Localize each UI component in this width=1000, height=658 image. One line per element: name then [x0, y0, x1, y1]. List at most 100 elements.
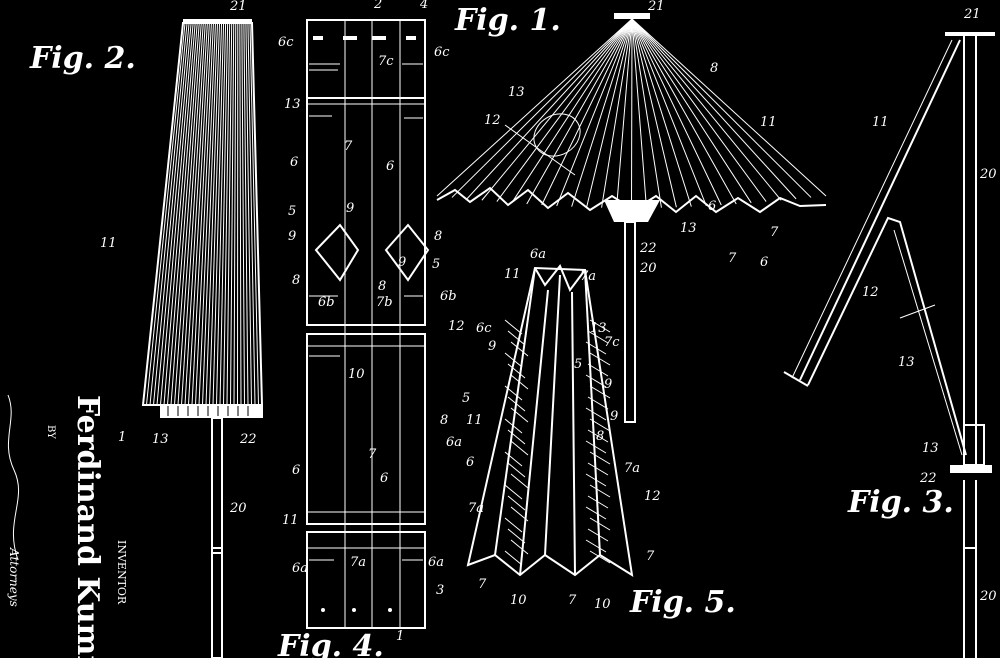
fig1-callout-label: 20 [639, 261, 657, 276]
fig5-hatch-line [504, 517, 523, 533]
fig3-callout-label: 13 [898, 355, 915, 370]
fig5-hatch-line [510, 440, 529, 456]
fig2-rib-line [146, 22, 186, 406]
fig4-callout-label: 6 [380, 471, 388, 486]
fig5-hatch-line [587, 495, 609, 509]
attorney-signature [7, 394, 20, 561]
fig1-rib-line [451, 18, 633, 198]
fig4-callout-label: 7b [376, 295, 393, 310]
inventor-caption-block: INVENTOR [115, 540, 128, 605]
fig2-rib-line [212, 22, 225, 406]
fig5-folded-canopy [466, 264, 634, 578]
fig2-rib-line [149, 22, 188, 406]
fig2-callout-label: 11 [100, 236, 117, 251]
fig2-rib-line [191, 22, 212, 406]
fig2-rib-line [243, 22, 249, 406]
fig2-rib-line [163, 22, 196, 406]
fig1-callout-label: 6 [760, 255, 768, 270]
fig3-top-cap [945, 32, 995, 36]
fig5-callout-label: 7a [580, 269, 596, 284]
fig1-rib-line [481, 18, 633, 201]
fig4-callout-label: 10 [348, 367, 365, 382]
fig2-callout-label: 21 [229, 0, 247, 14]
fig2-rib-line [195, 22, 214, 406]
fig1-runner [604, 200, 660, 222]
fig2-rib-line [226, 22, 233, 406]
fig1-callout-label: 11 [760, 115, 777, 130]
fig4-callout-label: 6a [292, 561, 308, 576]
fig5-hatch-line [587, 330, 609, 344]
fig1-callout-label: 7 [728, 251, 737, 266]
fig2-rib-line [249, 22, 259, 406]
fig5-callout-label: 10 [510, 593, 527, 608]
fig4-callout-label: 13 [284, 97, 301, 112]
fig4-callout-label: 2 [373, 0, 382, 12]
fig1-rib-line [541, 18, 633, 206]
fig1-callout-label: 8 [710, 61, 718, 76]
fig5-callout-label: 6a [446, 435, 462, 450]
fig1-rib-line [631, 18, 647, 208]
fig5-hatch-line [510, 341, 529, 357]
fig2-shaft [211, 417, 223, 658]
fig5-callout-label: 11 [466, 413, 483, 428]
fig5-hatch-line [585, 374, 607, 388]
fig2-rib-line [223, 22, 231, 406]
fig1-callout-label: 13 [680, 221, 697, 236]
fig1-rib-line [526, 18, 633, 205]
fig3-frame-side-view [783, 32, 995, 658]
fig2-rib-line [174, 22, 202, 406]
fig2-rib-line [184, 22, 208, 406]
attorneys-block: Attorneys [7, 547, 21, 607]
fig2-rib-line [177, 22, 204, 406]
fig5-hatch-line [587, 528, 609, 542]
fig5-hatch-line [587, 462, 609, 476]
fig1-callout-label: 6 [708, 199, 716, 214]
fig1-rib-line [511, 18, 633, 204]
fig1-callout-label: 7 [770, 225, 779, 240]
fig5-hatch-line [587, 363, 609, 377]
fig4-callout-label: 8 [378, 279, 386, 294]
fig2-rib-line [153, 22, 190, 406]
fig5-callout-label: 6a [530, 247, 546, 262]
fig1-callout-label: 21 [647, 0, 665, 14]
fig2-rib-line [216, 22, 227, 406]
fig1-rib-line [586, 18, 633, 208]
fig2-rib-line [209, 22, 223, 406]
fig2-rib-line [156, 22, 192, 406]
fig3-callout-label: 20 [979, 167, 997, 182]
fig5-hatch-line [504, 385, 523, 401]
fig2-rib-line [170, 22, 200, 406]
fig5-hatch-line [504, 550, 523, 566]
fig4-callout-label: 8 [292, 273, 300, 288]
fig2-closed-umbrella [141, 19, 264, 658]
fig5-callout-label: 13 [590, 321, 607, 336]
fig1-rib-line [631, 18, 827, 197]
fig1-title: Fig. 1. [454, 3, 561, 38]
fig2-callout-label: 20 [229, 501, 247, 516]
fig5-hatch-line [589, 517, 611, 531]
fig3-stretcher [807, 216, 967, 456]
fig3-callout-label: 22 [919, 471, 937, 486]
fig4-upper-panel [306, 19, 426, 326]
fig4-callout-label: 6c [278, 35, 294, 50]
fig1-rib-line [631, 18, 722, 206]
fig5-hatch-line [589, 385, 611, 399]
fig4-middle-panel [306, 333, 426, 525]
fig1-rib-line [631, 18, 662, 208]
fig2-callout-label: 22 [239, 432, 257, 447]
fig5-hatch-line [589, 550, 611, 564]
fig2-rib-line [245, 22, 252, 406]
inventor-block: Ferdinand Kumm [70, 395, 105, 658]
fig3-callout-label: 21 [963, 7, 981, 22]
fig5-hatch-line [589, 484, 611, 498]
fig1-callout-label: 12 [484, 113, 501, 128]
fig2-rib-line [202, 22, 218, 406]
fig3-title: Fig. 3. [847, 485, 954, 520]
fig2-top-cap [183, 19, 252, 23]
fig5-hatch-line [585, 473, 607, 487]
fig2-rib-line [233, 22, 237, 406]
fig4-callout-label: 3 [436, 583, 444, 598]
fig4-callout-label: 9 [398, 255, 406, 270]
